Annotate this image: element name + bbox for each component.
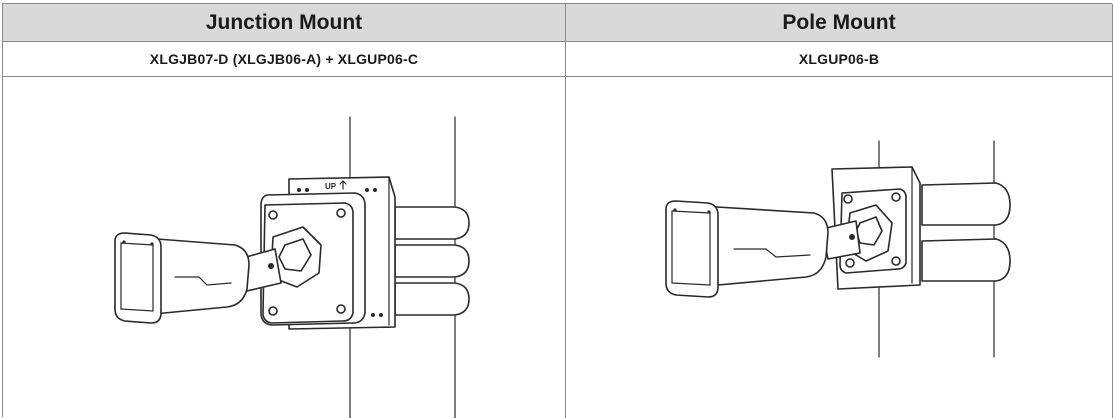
bullet-camera — [114, 232, 250, 324]
camera-ball-joint — [238, 226, 322, 292]
junction-mount-illustration: UP — [114, 116, 470, 418]
illustration-row: UP — [3, 77, 1113, 418]
pole-mount-illustration-cell — [566, 77, 1113, 418]
header-row: Junction Mount Pole Mount — [3, 4, 1113, 42]
model-row: XLGJB07-D (XLGJB06-A) + XLGUP06-C XLGUP0… — [3, 42, 1113, 77]
pole-mount-illustration — [665, 140, 1011, 358]
header-junction-mount: Junction Mount — [3, 4, 566, 42]
header-pole-mount: Pole Mount — [566, 4, 1113, 42]
clamp-bands — [921, 182, 1011, 282]
camera-ball-joint — [821, 204, 893, 262]
bullet-camera — [665, 200, 829, 298]
junction-mount-illustration-cell: UP — [3, 77, 566, 418]
model-pole-mount: XLGUP06-B — [566, 42, 1113, 77]
model-junction-mount: XLGJB07-D (XLGJB06-A) + XLGUP06-C — [3, 42, 566, 77]
clamp-bands — [394, 206, 470, 316]
mount-table: Junction Mount Pole Mount XLGJB07-D (XLG… — [2, 3, 1113, 418]
bracket-up-label: UP — [325, 182, 337, 191]
